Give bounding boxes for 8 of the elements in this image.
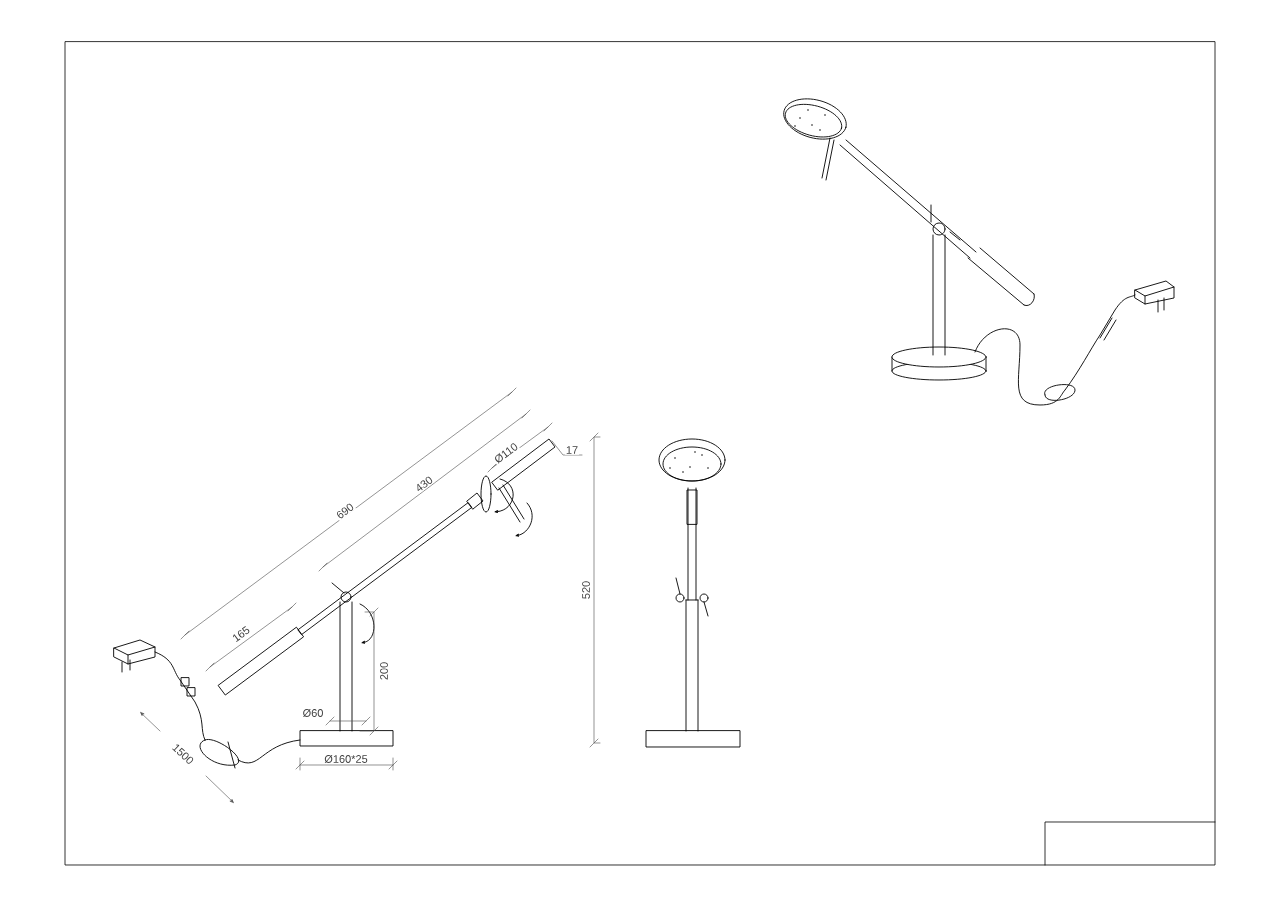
dimension-label: Ø160*25 bbox=[323, 753, 369, 765]
dimension-label: 430 bbox=[412, 474, 436, 494]
dimension-label: 520 bbox=[581, 579, 591, 601]
dimension-label: Ø60 bbox=[301, 707, 325, 719]
dimension-label: 200 bbox=[379, 660, 389, 682]
dimension-label: 17 bbox=[564, 445, 580, 455]
dimension-label: 690 bbox=[333, 501, 357, 521]
dimension-label: 165 bbox=[229, 624, 253, 644]
